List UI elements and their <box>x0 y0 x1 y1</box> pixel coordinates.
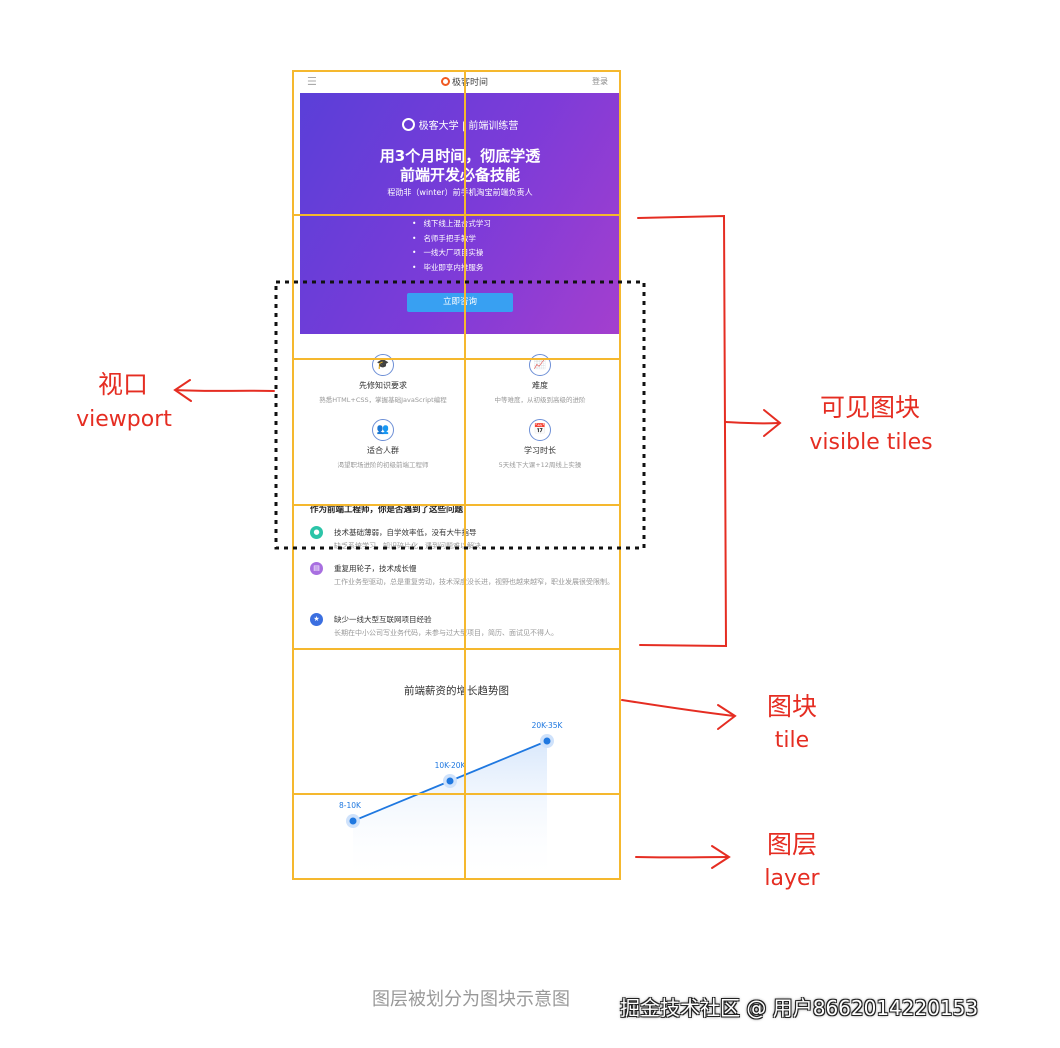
banner-brand: 极客大学 | 前端训练营 <box>300 117 620 132</box>
problem-title: 缺少一线大型互联网项目经验 <box>334 615 432 624</box>
bullet-item: 线下线上混合式学习 <box>412 217 491 232</box>
problem-desc: 长期在中小公司写业务代码，未参与过大型项目，简历、面试见不得人。 <box>334 629 558 637</box>
feature-desc: 渴望职场进阶的初级前端工程师 <box>337 461 429 469</box>
feature-title: 学习时长 <box>524 446 556 455</box>
tile-label-zh: 图块 <box>766 692 817 721</box>
chart-point[interactable] <box>543 737 551 745</box>
login-link[interactable]: 登录 <box>592 77 608 86</box>
tile-grid-border <box>292 70 621 880</box>
visible-tiles-label-zh: 可见图块 <box>819 393 920 422</box>
headline-line-1: 用3个月时间，彻底学透 <box>379 147 541 165</box>
feature-desc: 中等难度，从初级到高级的进阶 <box>494 396 586 404</box>
feature-audience: 👥 适合人群 渴望职场进阶的初级前端工程师 <box>303 419 463 469</box>
problem-desc: 工作业务型驱动，总是重复劳动，技术深度没长进，视野也越来越窄，职业发展很受限制。 <box>334 578 614 586</box>
feature-prerequisites: 🎓 先修知识要求 熟悉HTML+CSS，掌握基础JavaScript编程 <box>303 354 463 404</box>
brand-logo-icon <box>401 118 415 131</box>
menu-icon[interactable]: ☰ <box>307 75 317 88</box>
star-icon: ★ <box>310 613 323 626</box>
bullet-item: 一线大厂项目实操 <box>412 246 491 261</box>
feature-desc: 5天线下大课+12周线上实操 <box>498 461 582 469</box>
bullet-item: 名师手把手教学 <box>412 232 491 247</box>
calendar-icon: 📅 <box>529 419 551 441</box>
feature-desc: 熟悉HTML+CSS，掌握基础JavaScript编程 <box>319 396 447 404</box>
problem-title: 技术基础薄弱，自学效率低，没有大牛指导 <box>334 528 477 537</box>
headline-line-2: 前端开发必备技能 <box>399 166 520 184</box>
layer-label-zh: 图层 <box>766 830 817 859</box>
viewport-rect <box>274 280 646 550</box>
graduation-cap-icon: 🎓 <box>372 354 394 376</box>
salary-line-chart: 8-10K 10K-20K 20K-35K <box>339 721 564 881</box>
consult-button[interactable]: 立即咨询 <box>407 293 513 312</box>
layer-label-en: layer <box>764 866 820 891</box>
chart-point-label: 8-10K <box>339 801 362 810</box>
watermark: 掘金技术社区 @ 用户8662014220153 <box>620 996 979 1020</box>
hero-banner: 极客大学 | 前端训练营 用3个月时间，彻底学透 前端开发必备技能 程劭非（wi… <box>300 93 620 334</box>
banner-subline: 程劭非（winter）前手机淘宝前端负责人 <box>387 188 533 197</box>
brand-text: 极客大学 | 前端训练营 <box>418 121 519 132</box>
chart-point[interactable] <box>446 777 454 785</box>
banner-bullets: 线下线上混合式学习 名师手把手教学 一线大厂项目实操 毕业即享内推服务 <box>412 217 491 275</box>
logo-text: 极客时间 <box>452 78 489 88</box>
visible-tiles-bracket <box>637 214 782 648</box>
problems-heading: 作为前端工程师，你是否遇到了这些问题 <box>310 505 464 515</box>
feature-title: 先修知识要求 <box>359 381 407 390</box>
person-icon: ● <box>310 526 323 539</box>
viewport-label-en: viewport <box>76 407 172 432</box>
document-icon: ▤ <box>310 562 323 575</box>
chart-title: 前端薪资的增长趋势图 <box>404 685 509 697</box>
top-bar: ☰ 极客时间 登录 <box>293 71 620 93</box>
tile-label-en: tile <box>774 728 810 753</box>
feature-title: 适合人群 <box>367 446 399 455</box>
chart-point[interactable] <box>349 817 357 825</box>
tile-arrow <box>621 699 737 730</box>
logo-icon <box>441 77 450 86</box>
visible-tiles-label-en: visible tiles <box>809 430 933 455</box>
banner-headline: 用3个月时间，彻底学透 前端开发必备技能 <box>300 147 620 185</box>
viewport-label-zh: 视口 <box>97 370 148 399</box>
viewport-arrow <box>173 379 275 402</box>
chart-point-label: 10K-20K <box>435 761 467 770</box>
site-logo[interactable]: 极客时间 <box>441 75 488 88</box>
users-icon: 👥 <box>372 419 394 441</box>
chart-icon: 📈 <box>529 354 551 376</box>
chart-point-label: 20K-35K <box>532 721 564 730</box>
feature-duration: 📅 学习时长 5天线下大课+12周线上实操 <box>460 419 620 469</box>
problem-desc: 缺乏系统学习，知识碎片化，遇到问题难以解决 <box>334 542 481 550</box>
chart-area <box>353 741 547 881</box>
feature-title: 难度 <box>532 381 548 390</box>
layer-arrow <box>635 845 731 869</box>
problem-title: 重复用轮子，技术成长慢 <box>334 564 417 573</box>
feature-difficulty: 📈 难度 中等难度，从初级到高级的进阶 <box>460 354 620 404</box>
layer-page-mock: ☰ 极客时间 登录 极客大学 | 前端训练营 用3个月时间，彻底学透 前端开发必… <box>293 71 620 881</box>
tile-grid <box>292 70 621 880</box>
figure-caption: 图层被划分为图块示意图 <box>372 989 570 1010</box>
bullet-item: 毕业即享内推服务 <box>412 261 491 276</box>
